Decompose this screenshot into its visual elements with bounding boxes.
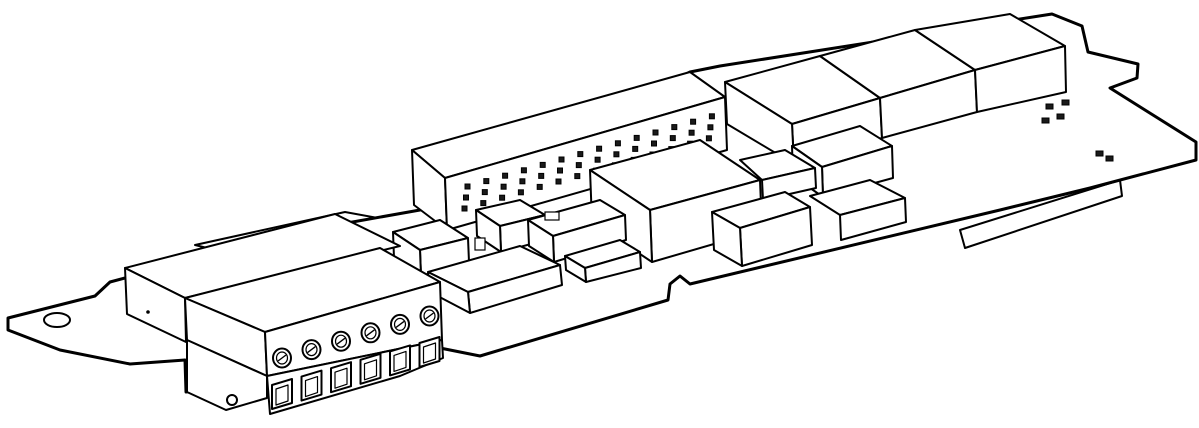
header-pin bbox=[690, 118, 697, 125]
header-pin bbox=[705, 135, 712, 142]
header-pin bbox=[575, 162, 582, 169]
small-components bbox=[392, 199, 642, 314]
header-pin bbox=[633, 134, 640, 141]
header-pin bbox=[671, 124, 678, 131]
wire-entry bbox=[300, 369, 323, 402]
connector-housing bbox=[124, 213, 401, 343]
screw-head bbox=[334, 334, 348, 348]
header-pin bbox=[669, 135, 676, 142]
header-pin bbox=[536, 183, 543, 190]
header-pin bbox=[480, 200, 487, 207]
pcb-edge bbox=[7, 142, 1197, 330]
underside-bracket bbox=[959, 179, 1123, 249]
terminal-block bbox=[184, 247, 444, 415]
wire-entry-inner bbox=[393, 350, 407, 372]
header-pin bbox=[502, 172, 509, 179]
header-pin bbox=[577, 151, 584, 158]
wire-entry-inner bbox=[304, 376, 319, 398]
header-pin bbox=[481, 189, 488, 196]
screw-head bbox=[275, 351, 289, 365]
header-pin bbox=[688, 129, 695, 136]
screw-slot bbox=[307, 346, 316, 354]
wire-entry bbox=[418, 336, 441, 368]
header-pin bbox=[574, 173, 581, 180]
wire-entry-inner bbox=[334, 367, 348, 389]
wire-entry bbox=[389, 344, 411, 377]
header-pin bbox=[499, 194, 506, 201]
screw-slot bbox=[336, 337, 346, 345]
header-pin bbox=[538, 172, 545, 179]
header-pin bbox=[613, 151, 620, 158]
header-pin bbox=[632, 145, 639, 152]
header-pin bbox=[614, 140, 621, 147]
header-pin bbox=[555, 178, 562, 185]
header-pin bbox=[483, 178, 490, 185]
header-pin bbox=[652, 129, 659, 136]
header-pin bbox=[464, 183, 471, 190]
header-pin bbox=[500, 183, 507, 190]
polarity-mark bbox=[226, 394, 238, 406]
header-pin bbox=[519, 178, 526, 185]
header-pin bbox=[708, 113, 715, 120]
header-pin bbox=[594, 156, 601, 163]
screw-slot bbox=[395, 320, 405, 328]
header-pin bbox=[707, 124, 714, 131]
header-pin bbox=[558, 156, 565, 163]
header-pin bbox=[520, 167, 527, 174]
screw-head bbox=[423, 309, 436, 323]
pin-header bbox=[411, 71, 728, 231]
wire-entry bbox=[271, 378, 293, 410]
wire-entry-inner bbox=[363, 359, 378, 381]
mounting-hole bbox=[43, 312, 71, 328]
screw-head bbox=[305, 343, 318, 357]
smd-marks bbox=[1041, 99, 1114, 162]
screw-slot bbox=[425, 312, 434, 320]
wire-entry-inner bbox=[422, 342, 437, 364]
header-pin bbox=[539, 161, 546, 168]
header-pin bbox=[596, 145, 603, 152]
wire-entry bbox=[330, 361, 352, 394]
header-pin bbox=[557, 167, 563, 174]
screw-slot bbox=[277, 354, 287, 362]
header-pin bbox=[461, 205, 468, 212]
header-pin bbox=[463, 194, 469, 201]
screw-head bbox=[364, 326, 377, 340]
screw-head bbox=[393, 317, 407, 331]
screw-slot bbox=[366, 329, 375, 337]
header-pin bbox=[517, 189, 524, 196]
relay-right bbox=[711, 179, 907, 267]
wire-entry bbox=[359, 352, 382, 385]
header-pin bbox=[651, 140, 657, 147]
wire-entry-inner bbox=[275, 384, 289, 406]
